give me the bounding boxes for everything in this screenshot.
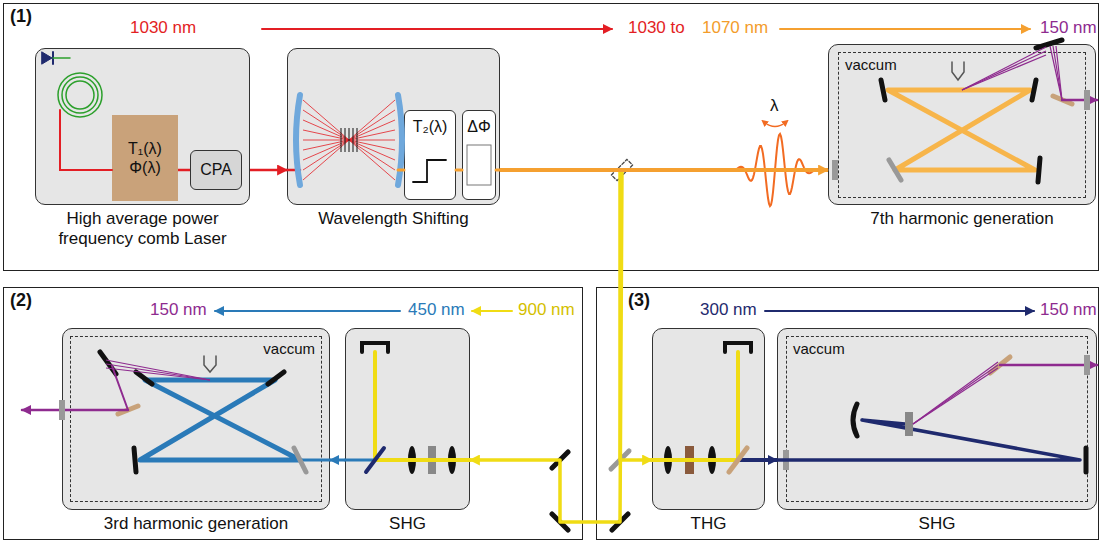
amplifier-box: CPA <box>190 150 242 190</box>
harmonic-housing: 7th harmonic generationvaccum <box>828 44 1096 205</box>
beam-stroke <box>303 120 395 160</box>
panel-frame: (3)THGSHGvaccum <box>596 287 1099 540</box>
box-caption: THG <box>653 514 764 534</box>
box-label: Φ(λ) <box>129 158 160 177</box>
beam-stroke <box>303 100 395 180</box>
wavelength-label: 1030 to <box>628 18 685 38</box>
thg-housing: THG <box>652 328 765 510</box>
box-caption: SHG <box>346 514 469 534</box>
beam-stroke <box>913 362 998 424</box>
beam-stroke <box>1053 46 1062 100</box>
filter-box: T₁(λ)Φ(λ) <box>112 115 178 201</box>
shg-housing: SHG <box>345 328 470 510</box>
beam-stroke <box>303 110 395 170</box>
harmonic-housing: 3rd harmonic generationvaccum <box>62 328 330 510</box>
beam-stroke <box>913 365 998 424</box>
beam-stroke <box>349 128 350 152</box>
beam-stroke <box>341 128 342 152</box>
wavelength-label: 150 nm <box>150 300 207 320</box>
box-label: ΔΦ <box>467 117 490 136</box>
shg-housing: SHGvaccum <box>777 328 1097 510</box>
beam-stroke <box>106 368 210 380</box>
beam-stroke <box>353 128 354 152</box>
panel-frame: (1)High average power frequency comb Las… <box>3 3 1099 271</box>
box-caption: High average power frequency comb Laser <box>36 209 249 250</box>
panel-number: (3) <box>628 290 1098 312</box>
box-label: T₂(λ) <box>413 117 448 136</box>
box-label: vaccum <box>845 56 1079 74</box>
beam-stroke <box>962 51 1046 90</box>
wavelength-label: 150 nm <box>1040 300 1097 320</box>
beam-stroke <box>913 368 998 424</box>
wavelength-label: 300 nm <box>700 300 757 320</box>
box-label: vaccum <box>793 340 1081 358</box>
beam-stroke <box>106 360 210 380</box>
wavelength-label: 900 nm <box>518 300 575 320</box>
beam-stroke <box>1056 46 1062 100</box>
beam-stroke <box>106 364 210 380</box>
filter-box: T₂(λ) <box>404 110 456 200</box>
beam-stroke <box>303 110 395 170</box>
box-caption: 7th harmonic generation <box>829 209 1095 229</box>
beam-connector <box>330 459 345 462</box>
beam-stroke <box>303 100 395 180</box>
tuning-symbol: λ <box>770 96 779 116</box>
box-caption: 3rd harmonic generation <box>63 514 329 534</box>
panel-frame: (2)3rd harmonic generationvaccumSHG <box>3 287 583 540</box>
beam-connector <box>765 458 777 462</box>
beam-stroke <box>303 120 395 160</box>
wavelength-label: 1070 nm <box>702 18 768 38</box>
beam-connector <box>470 170 622 522</box>
beam-stroke <box>345 128 346 152</box>
beam-connector <box>250 169 287 172</box>
beam-connector <box>500 168 828 172</box>
beam-connector <box>500 170 652 460</box>
box-label: CPA <box>200 160 232 179</box>
fine-strokes <box>106 46 1062 424</box>
beam-stroke <box>962 47 1046 90</box>
vacuum-chamber: vaccum <box>838 52 1086 198</box>
panel-number: (2) <box>10 290 582 312</box>
vacuum-chamber: vaccum <box>786 336 1088 502</box>
beam-connector <box>178 169 190 172</box>
box-caption: Wavelength Shifting <box>288 209 499 229</box>
box-label: vaccum <box>77 340 315 358</box>
laser-housing: High average power frequency comb LaserT… <box>35 48 250 205</box>
wavelength-label: 450 nm <box>408 300 465 320</box>
box-caption: SHG <box>778 514 1096 534</box>
wavelength-label: 150 nm <box>1040 18 1097 38</box>
beam-paths <box>22 29 1097 530</box>
box-label: T₁(λ) <box>128 139 162 158</box>
beam-stroke <box>357 128 358 152</box>
beam-stroke <box>962 55 1046 90</box>
wavelength-label: 1030 nm <box>130 18 196 38</box>
beam-stroke <box>1050 46 1062 100</box>
